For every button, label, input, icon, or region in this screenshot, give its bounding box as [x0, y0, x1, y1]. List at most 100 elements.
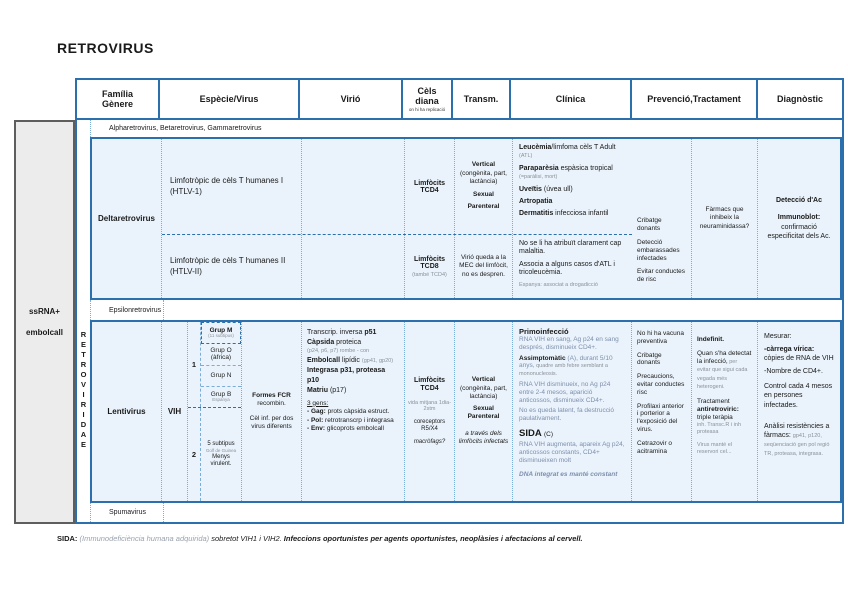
gene-desc: retrotranscrp i integrasa [323, 416, 394, 424]
header-cels-line1: Cèls [417, 85, 437, 96]
target-cells-macrophages: macròfags? [413, 439, 446, 446]
family-vertical-letter: E [80, 340, 86, 349]
virion-note: (p24, p6, p7) rombe - con [307, 348, 370, 355]
virion-line: Embolcall lipídic (gp41, gp20) [307, 356, 399, 365]
virion-line: Càpsida proteica [307, 338, 399, 347]
row-alpharetrovirus: Alpharetrovirus, Betaretrovirus, Gammare… [90, 120, 842, 137]
clinic-desc: RNA VIH disminueix, no Ag p24 entre 2-4 … [519, 380, 611, 404]
header-clinica-label: Clínica [555, 93, 586, 104]
delta-diagnostic: Detecció d'Ac Immunoblot: confirmació es… [758, 139, 840, 298]
clinic-desc: infecciosa infantil [553, 210, 609, 218]
htlv1-transm-vertical-detail: (congènita, part, lactància) [460, 169, 507, 186]
htlv1-target-cells: Limfòcits TCD4 [405, 139, 455, 234]
transm-vertical-detail: (congènita, part, lactància) [460, 384, 507, 401]
htlv2-target-cells-label: Limfòcits TCD8 [413, 255, 446, 270]
clinic-primoinfection: Primoinfecció [519, 327, 569, 336]
htlv1-clinic: Leucèmia/limfoma cèls T Adult (ATL) Para… [513, 139, 632, 234]
vih1-number: 1 [188, 322, 201, 407]
header-diagnostic: Diagnòstic [758, 80, 842, 118]
virion-term: Matriu [307, 386, 328, 394]
genus-deltaretrovirus: Deltaretrovirus [92, 139, 162, 298]
fcr-coinfection-note: Cèl inf. per dos virus diferents [249, 414, 294, 430]
deltaretrovirus-species-grid: Limfotròpic de cèls T humanes I (HTLV-1)… [162, 139, 632, 298]
clinic-item: Artropatia [519, 198, 626, 206]
header-familia-line2: Gènere [101, 99, 134, 109]
diag-note: gp41, p120, seqüenciació gen pol regió T… [764, 432, 830, 458]
family-vertical-letter: R [80, 400, 87, 409]
diag-immunoblot-desc: confirmació especificitat dels Ac. [767, 223, 831, 240]
header-transm-label: Transm. [463, 93, 499, 104]
family-vertical-letter: R [80, 330, 87, 339]
gene-line: - Gag: prots càpsida estruct. [307, 408, 399, 416]
clinic-term: Paraparèsia [519, 164, 559, 172]
gene-desc: glicoprots embolcall [325, 425, 384, 433]
virion-line: Transcrip. inversa p51 [307, 328, 399, 337]
header-virio-label: Virió [340, 93, 361, 104]
prevention-item: No hi ha vacuna preventiva [637, 330, 684, 345]
diag-cd4-count: -Nombre de CD4+. [764, 368, 823, 376]
clinic-term: Dermatitis [519, 210, 554, 218]
genome-type-panel: ssRNA+ embolcall [14, 120, 75, 524]
treatment-art: Tractament antiretroviric:triple teràpia [697, 398, 752, 422]
virion-text: proteica [334, 339, 362, 347]
fcr-recombinant: recombin. [257, 400, 286, 408]
gene-term: - Pol: [307, 416, 324, 424]
group-o: Grup O (àfrica) [201, 344, 241, 366]
clinic-item: Associa a alguns casos d'ATL i tricoleuc… [519, 260, 615, 277]
group-n: Grup N [201, 366, 241, 387]
delta-treatment-text: Fàrmacs que inhibeix la neuraminidassa? [699, 206, 750, 230]
header-cels-sub: on hi ha replicació [408, 107, 446, 113]
prevention-item: Evitar conductes de risc [637, 268, 686, 284]
diag-resistance: Anàlisi resistències a fàrmacs: gp41, p1… [764, 422, 834, 459]
family-vertical-letter: D [80, 420, 87, 429]
clinic-desc: RNA VIH augmenta, apareix Ag p24, antico… [519, 441, 625, 464]
block-deltaretrovirus: Deltaretrovirus Limfotròpic de cèls T hu… [90, 137, 842, 300]
header-clinica: Clínica [511, 80, 632, 118]
clinic-item: Leucèmia/limfoma cèls T Adult (ATL) [519, 144, 626, 161]
transm-parenteral: Parenteral [467, 413, 500, 421]
transm-vertical: Vertical [471, 376, 496, 384]
treatment-text: triple teràpia [697, 414, 733, 421]
family-vertical-letter: T [81, 350, 86, 359]
genome-type-line1: ssRNA+ [29, 307, 60, 316]
footer-term: SIDA: [57, 534, 80, 543]
lentivirus-transmission: Vertical (congènita, part, lactància) Se… [455, 322, 513, 501]
vih1-groups: Grup M (11 subtipus) Grup O (àfrica) Gru… [201, 322, 241, 407]
clinic-asymptomatic: Assimptomàtic (A), durant 5/10 anys, qua… [519, 355, 625, 378]
gene-line: - Env: glicoprots embolcall [307, 425, 399, 433]
group-n-label: Grup N [210, 372, 232, 380]
lentivirus-virion: Transcrip. inversa p51 Càpsida proteica … [302, 322, 405, 501]
lentivirus-clinic: Primoinfecció RNA VIH en sang, Ag p24 en… [513, 322, 632, 501]
row-spumavirus: Spumavirus [90, 503, 842, 522]
clinic-term: Uveïtis [519, 185, 542, 193]
header-virio: Virió [300, 80, 403, 118]
diag-term: -càrrega vírica: [764, 346, 815, 354]
family-vertical-letter: A [80, 430, 87, 439]
group-o-note: (àfrica) [210, 354, 232, 362]
treatment-text: Tractament [697, 397, 730, 405]
treatment-note: per evitar que sigui cada vegada més het… [697, 359, 748, 390]
virion-term: Embolcall [307, 357, 341, 365]
htlv1-transmission: Vertical (congènita, part, lactància) Se… [455, 139, 513, 234]
htlv1-transm-vertical: Vertical [471, 161, 496, 169]
prevention-item: Cetrazovir o acitramina [637, 439, 673, 455]
transm-via-lymphocytes: a través dels limfòcits infectats [458, 429, 509, 446]
treatment-when: Quan s'ha detectat la infecció, per evit… [697, 350, 752, 391]
clinic-term: Leucèmia [519, 144, 552, 151]
vih1-section: 1 Grup M (11 subtipus) Grup O (àfrica) G… [188, 322, 241, 407]
gene-term: - Gag: [307, 408, 326, 416]
diag-antibody-detection: Detecció d'Ac [775, 197, 822, 205]
page-title: RETROVIRUS [57, 40, 154, 56]
target-cells-label: Limfòcits TCD4 [413, 376, 446, 393]
header-familia: Família Gènere [77, 80, 160, 118]
htlv1-transm-sexual: Sexual [473, 190, 494, 198]
clinic-note: (=paràlisi, mort) [519, 174, 558, 181]
footer-description: Infeccions oportunistes per agents oport… [283, 534, 583, 543]
transm-sexual: Sexual [473, 404, 494, 412]
clinic-term: Artropatia [519, 197, 553, 205]
fcr-forms-cell: Formes FCR recombin. Cèl inf. per dos vi… [242, 322, 302, 501]
clinic-desc: RNA VIH en sang, Ag p24 en sang després,… [519, 336, 619, 351]
prevention-item: Profilaxi anterior i porterior a l'expos… [637, 402, 684, 433]
gene-term: - Env: [307, 425, 326, 433]
clinic-dna-note: DNA integrat es manté constant [519, 470, 618, 478]
